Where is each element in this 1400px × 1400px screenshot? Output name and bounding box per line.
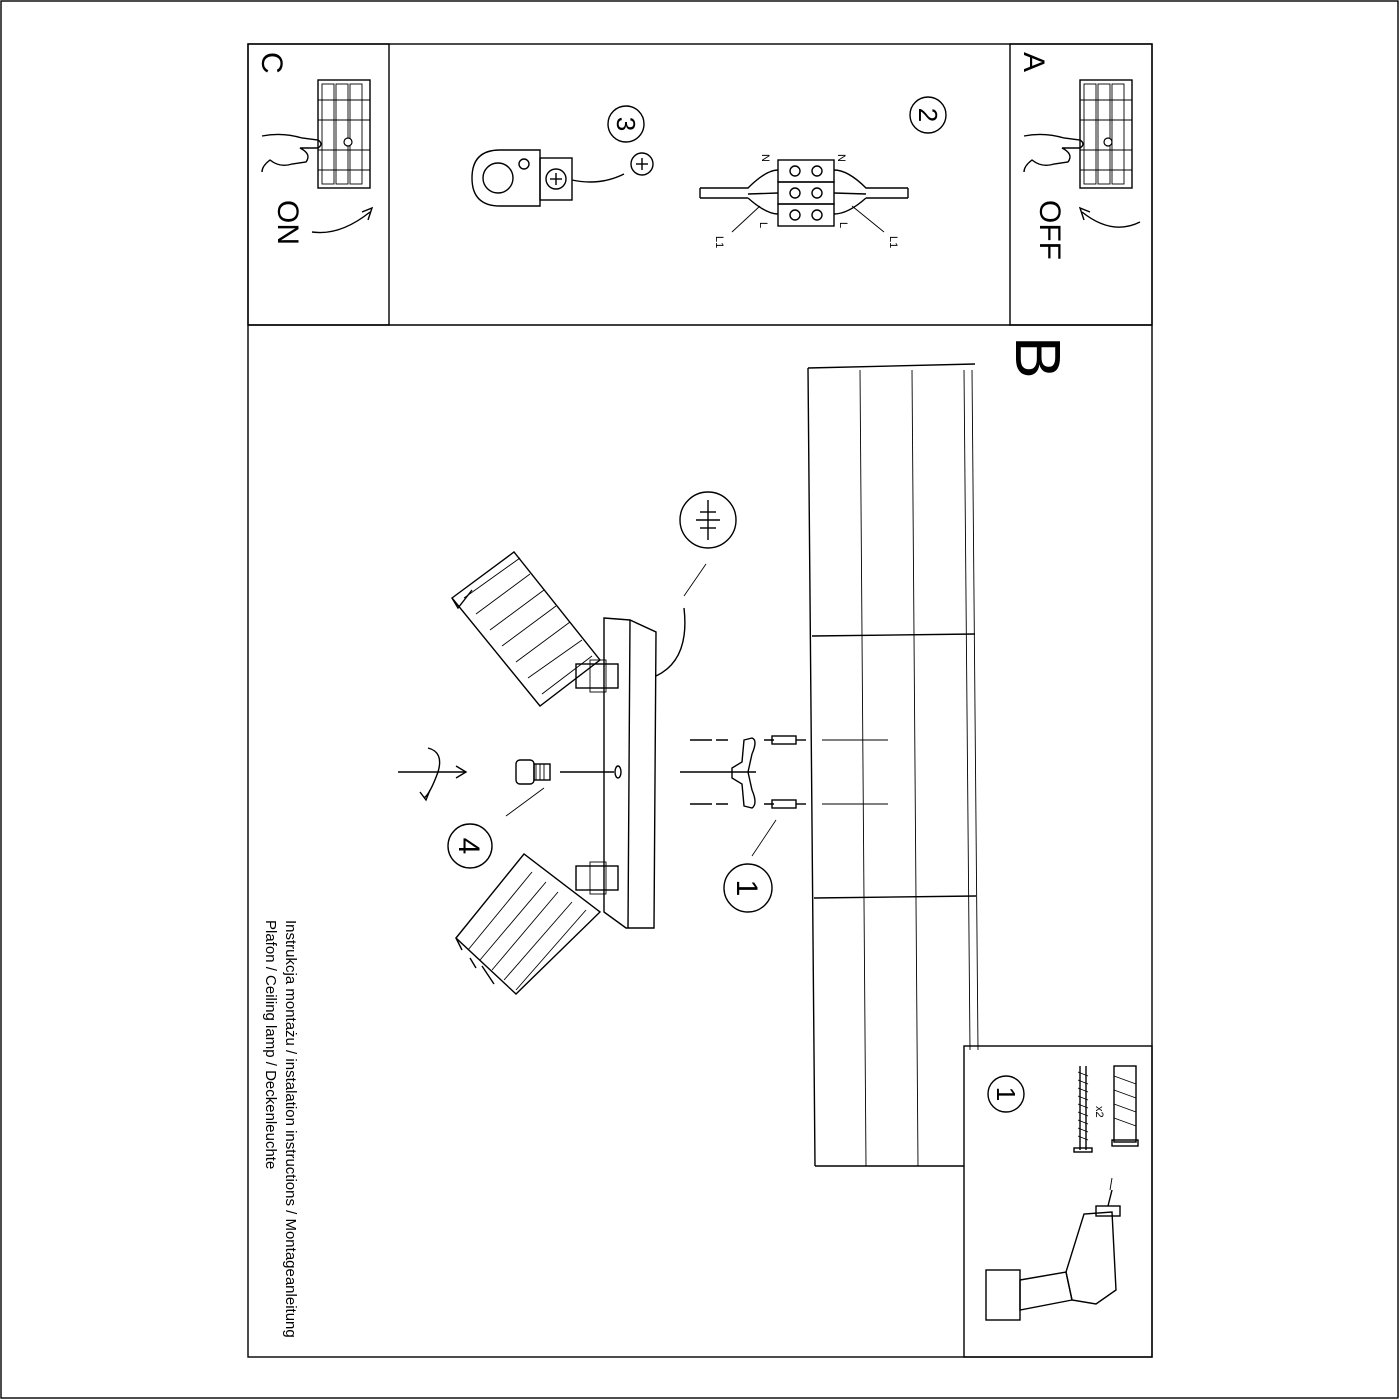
arrow-icon (311, 206, 374, 234)
parts-step-number: 1 (991, 1087, 1021, 1101)
wire-label-l-left: L (757, 222, 769, 228)
step-3-circle (607, 105, 645, 143)
panel-c-letter: C (255, 52, 288, 74)
ground-connection-detail: 3 (471, 105, 654, 207)
wall-plug-icon (1111, 1065, 1139, 1147)
center-cap-screw (505, 759, 614, 817)
footer-line-2: Plafon / Ceiling lamp / Deckenleuchte (262, 920, 279, 1169)
wiring-detail: 2 N N L L L1 L1 (699, 96, 947, 248)
spotlight-upper (450, 551, 619, 707)
step-1-number: 1 (730, 880, 763, 897)
ceiling-surface (807, 363, 979, 1167)
panel-a-state: OFF (1033, 200, 1066, 260)
screw-icon (690, 735, 888, 745)
screw-icon (1073, 1066, 1093, 1153)
footer-line-1: Instrukcja montażu / instalation instruc… (282, 920, 299, 1338)
panel-a-letter: A (1017, 52, 1050, 72)
drill-icon (985, 1177, 1121, 1321)
ground-symbol-icon (679, 491, 737, 549)
panel-b-letter: B (1002, 336, 1074, 379)
wire-label-l-right: L (837, 222, 849, 228)
panel-c-state: ON (271, 200, 304, 245)
wire-label-n-right: N (835, 154, 847, 162)
mounting-bracket (680, 735, 888, 857)
ceiling-lamp-assembly: 4 1 (398, 491, 888, 995)
step-4-number: 4 (452, 838, 485, 855)
wire-label-n-left: N (759, 154, 771, 162)
step-2-number: 2 (913, 108, 943, 122)
diagram-frame (247, 43, 1153, 1358)
arrow-icon (1078, 206, 1141, 228)
panel-a: A OFF (1009, 43, 1153, 326)
parts-quantity: x2 (1093, 1106, 1105, 1118)
ground-symbol-icon (630, 152, 654, 176)
rotation-arrow-icon (398, 747, 468, 802)
hand-icon (261, 133, 322, 173)
panel-c: C ON (247, 43, 390, 326)
terminal-block-icon (777, 159, 835, 227)
circuit-breaker-icon (317, 79, 371, 189)
step-3-number: 3 (611, 117, 641, 131)
wire-label-l1-right: L1 (887, 236, 899, 248)
parts-panel: 1 x2 (963, 1045, 1153, 1358)
wire-label-l1-left: L1 (713, 236, 725, 248)
hand-icon (1023, 133, 1084, 173)
circuit-breaker-icon (1079, 79, 1133, 189)
spotlight-lower (455, 853, 619, 995)
screw-icon (690, 799, 888, 809)
